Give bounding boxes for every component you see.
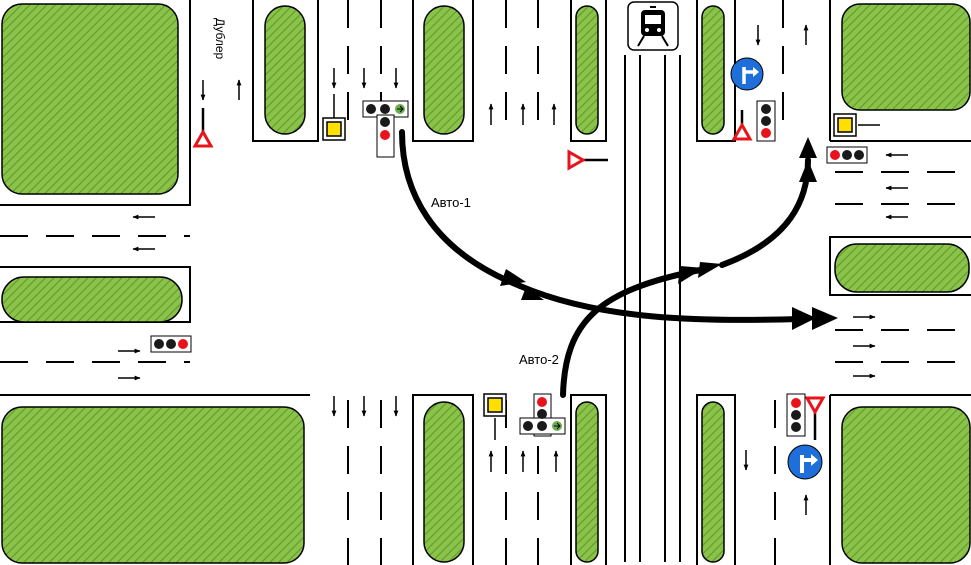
arrowhead [500, 269, 526, 286]
traffic-light-icon [786, 393, 806, 437]
yield-triangle-icon [192, 108, 214, 148]
grass-island-right [834, 243, 970, 293]
traffic-light-icon [150, 335, 192, 353]
grass-median-bottom-2 [575, 401, 599, 563]
grass-block-bottom-right [841, 406, 971, 564]
yield-signs [192, 108, 826, 440]
arrowhead [792, 307, 816, 330]
grass-median-top-3 [575, 5, 599, 135]
grass-median-bottom-1 [423, 401, 465, 563]
traffic-light-icon [826, 146, 868, 164]
keep-direction-sign-icon [730, 57, 764, 91]
grass-median-top-4 [701, 5, 725, 135]
grass-block-bottom-left [1, 406, 305, 564]
arrowhead [521, 287, 544, 300]
arrowhead [799, 137, 817, 158]
route-auto-1 [399, 129, 803, 323]
traffic-light-icon [362, 100, 409, 158]
arrowhead [799, 160, 817, 182]
lane-arrows [118, 24, 908, 515]
arrowhead [678, 266, 704, 284]
traffic-light-icon [519, 393, 566, 437]
keep-direction-sign-icon [787, 444, 823, 480]
grass-block-top-right [841, 3, 971, 111]
arrowhead [698, 262, 722, 278]
route-auto-2-arrowheads [678, 137, 817, 284]
yield-triangle-icon [731, 110, 753, 141]
label-auto-1: Авто-1 [431, 195, 471, 210]
traffic-lights [150, 100, 868, 437]
tram-icon [627, 1, 679, 51]
grass-areas [1, 3, 971, 564]
arrowhead [812, 307, 838, 330]
yield-triangle-icon [804, 396, 826, 440]
grass-median-top-2 [423, 5, 465, 135]
grass-median-bottom-3 [701, 401, 725, 563]
grass-median-top-1 [264, 5, 306, 135]
pedestrian-signals [322, 94, 880, 440]
tram-tracks [624, 55, 681, 562]
grass-island-left [1, 276, 183, 323]
yield-triangle-icon [567, 149, 608, 171]
grass-block-top-left [1, 3, 179, 195]
label-auto-2: Авто-2 [519, 352, 559, 367]
traffic-light-icon [756, 100, 776, 142]
label-service-road: Дублер [213, 18, 227, 60]
route-auto-1-arrowheads [500, 269, 838, 330]
